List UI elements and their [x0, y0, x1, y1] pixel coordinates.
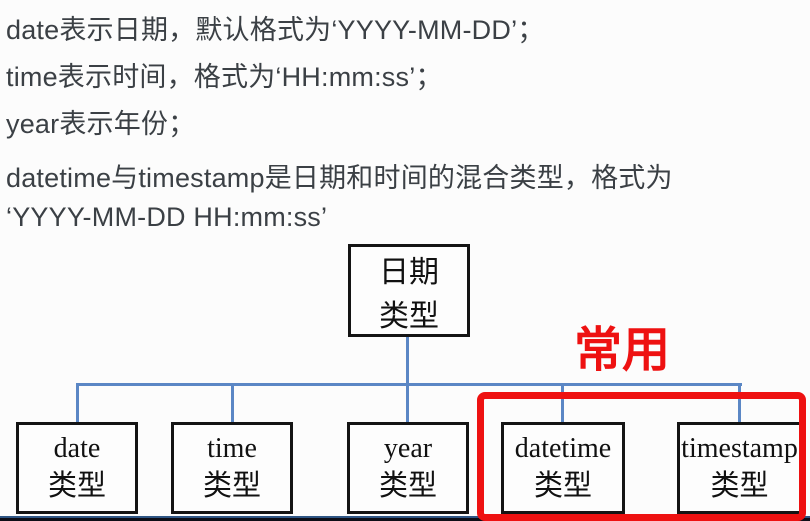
connector-drop-timestamp [738, 383, 741, 423]
annotation-changyong-label: 常用 [574, 324, 671, 377]
root-node-line1: 日期 [379, 256, 439, 289]
connector-drop-date [76, 383, 79, 423]
connector-horizontal [76, 383, 742, 386]
node-timestamp: timestamp 类型 [677, 422, 802, 514]
node-year-label: 类型 [378, 470, 437, 503]
node-time-name: time [207, 432, 257, 464]
node-date-name: date [53, 432, 101, 464]
note-line-format: ‘YYYY-MM-DD HH:mm:ss’ [6, 202, 328, 232]
node-year: year 类型 [347, 422, 469, 514]
root-node-line2: 类型 [379, 300, 439, 333]
node-date: date 类型 [16, 422, 138, 514]
note-line-time: time表示时间，格式为‘HH:mm:ss’； [6, 62, 443, 92]
node-datetime-name: datetime [514, 432, 612, 464]
root-node-date-type: 日期 类型 [348, 244, 470, 337]
node-time: time 类型 [171, 422, 293, 514]
node-datetime-label: 类型 [533, 470, 592, 503]
connector-drop-time [231, 383, 234, 423]
node-time-label: 类型 [202, 470, 261, 503]
node-timestamp-label: 类型 [710, 470, 769, 503]
node-datetime: datetime 类型 [501, 422, 625, 514]
node-timestamp-name: timestamp [681, 432, 798, 464]
node-year-name: year [383, 432, 433, 464]
slide-bottom-edge-bar [0, 516, 810, 521]
note-line-date: date表示日期，默认格式为‘YYYY-MM-DD’； [6, 15, 545, 45]
connector-root-vertical [406, 337, 409, 385]
note-line-year: year表示年份； [6, 109, 196, 139]
connector-drop-datetime [561, 383, 564, 423]
connector-drop-year [406, 383, 409, 423]
note-line-datetime: datetime与timestamp是日期和时间的混合类型，格式为 [6, 163, 673, 193]
node-date-label: 类型 [47, 470, 106, 503]
